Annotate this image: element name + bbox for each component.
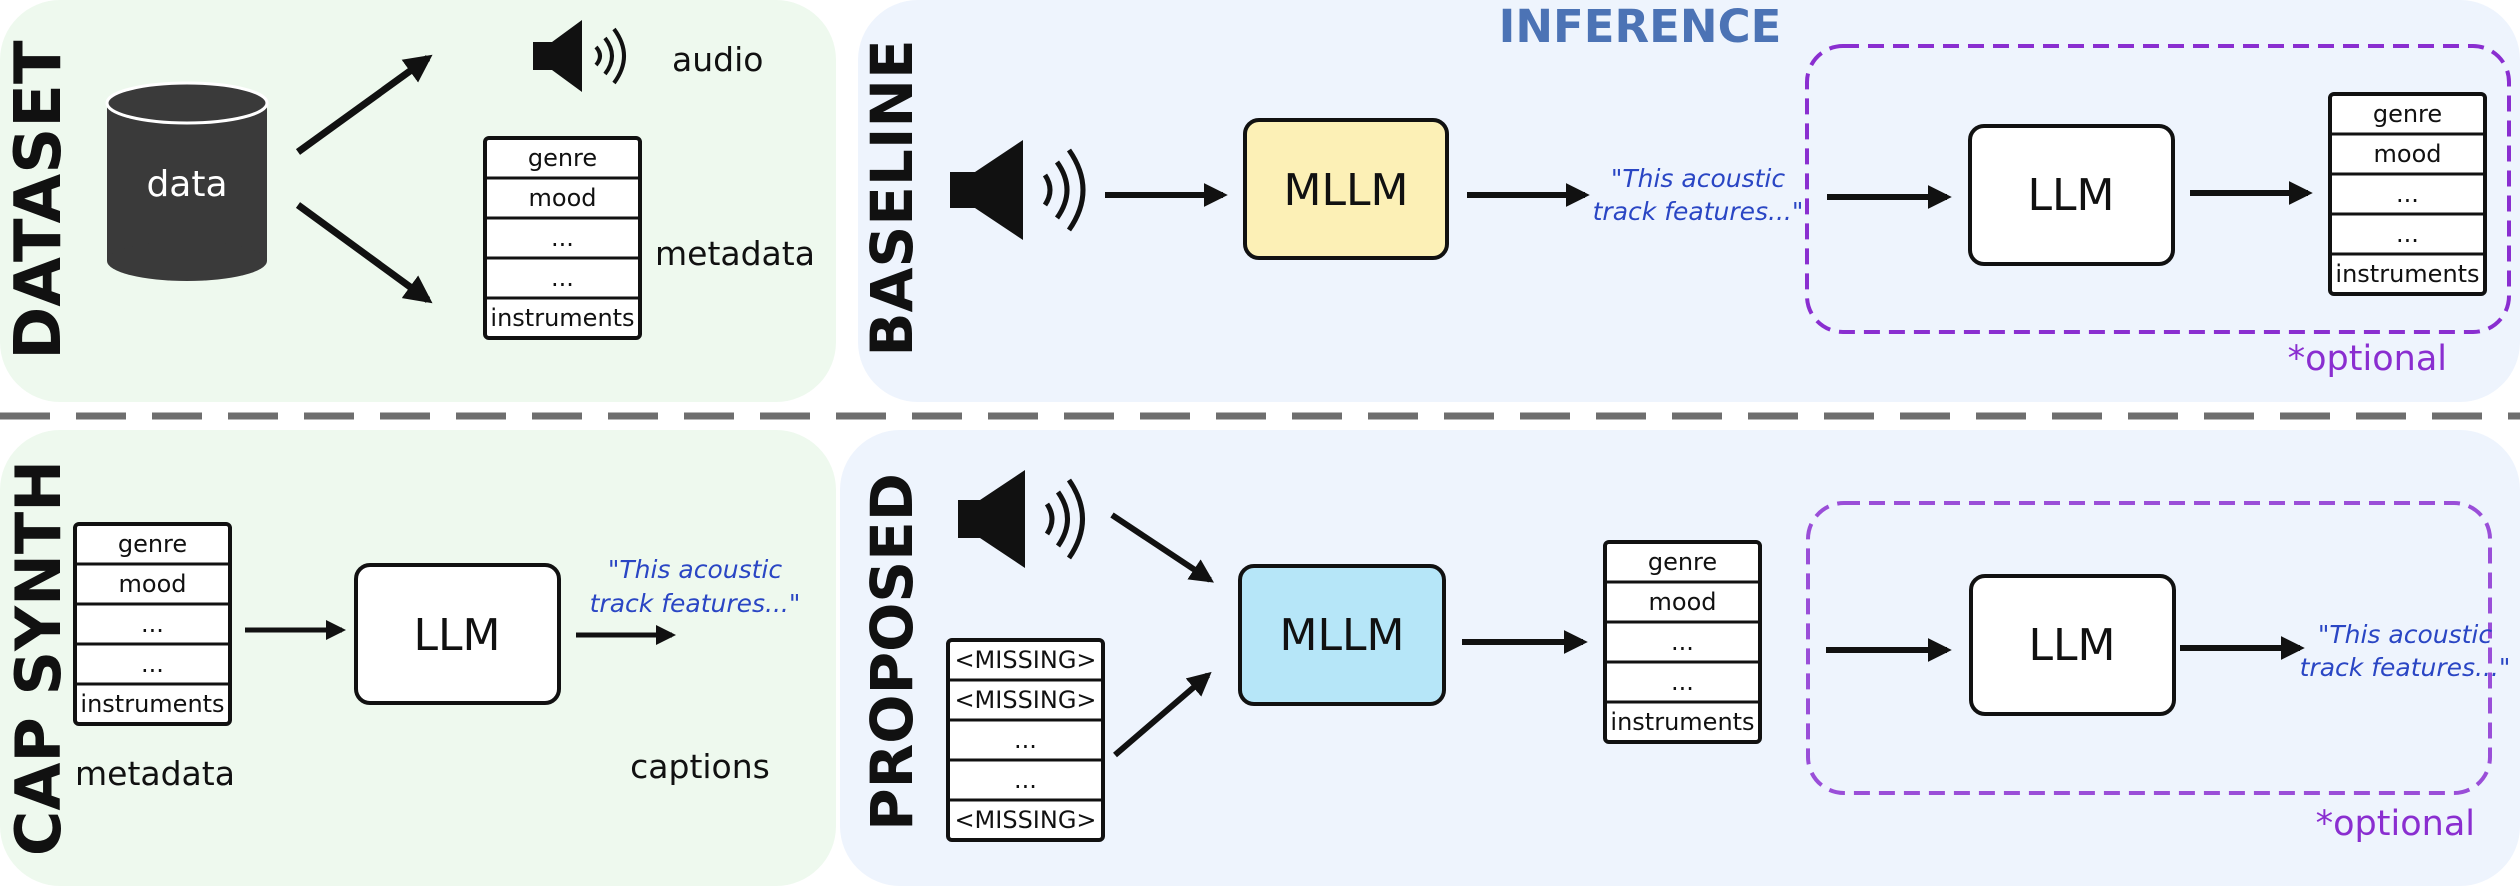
table-cell: ...	[1014, 726, 1037, 754]
table-cell: mood	[1649, 588, 1717, 616]
table-cell: mood	[119, 570, 187, 598]
baseline-side-label: BASELINE	[858, 39, 926, 356]
proposed-side-label: PROPOSED	[858, 473, 926, 831]
table-cell: ...	[551, 264, 574, 292]
table-cell: genre	[1648, 548, 1717, 576]
proposed-optional-label: *optional	[2316, 804, 2475, 844]
table-cell: ...	[1671, 668, 1694, 696]
dataset-metadata-table: genre mood ... ... instruments	[483, 136, 642, 340]
proposed-llm-label: LLM	[2029, 620, 2116, 671]
table-cell: instruments	[490, 304, 634, 332]
baseline-output-table: genre mood ... ... instruments	[2328, 92, 2487, 296]
proposed-llm-box	[1969, 574, 2176, 716]
table-cell: genre	[2373, 100, 2442, 128]
table-cell: mood	[2374, 140, 2442, 168]
audio-label: audio	[672, 40, 763, 79]
table-cell: mood	[529, 184, 597, 212]
table-cell: ...	[1014, 766, 1037, 794]
table-cell: instruments	[80, 690, 224, 718]
proposed-input-table: <MISSING> <MISSING> ... ... <MISSING>	[946, 638, 1105, 842]
dataset-side-label: DATASET	[2, 40, 76, 360]
table-cell: ...	[141, 610, 164, 638]
database-icon	[105, 81, 269, 281]
baseline-llm-box	[1968, 124, 2175, 266]
table-cell: ...	[2396, 220, 2419, 248]
baseline-optional-label: *optional	[2288, 339, 2447, 379]
inference-title: INFERENCE	[1499, 0, 1782, 53]
dataset-arrow-to-metadata	[295, 202, 433, 304]
baseline-llm-label: LLM	[2028, 170, 2115, 221]
cap-synth-llm-label: LLM	[414, 610, 501, 661]
captions-label: captions	[630, 747, 770, 786]
cap-synth-side-label: CAP SYNTH	[2, 460, 75, 856]
proposed-caption-line2: track features..."	[2300, 653, 2511, 682]
baseline-speaker-icon	[950, 140, 1086, 240]
dataset-arrow-to-audio	[295, 54, 433, 155]
table-cell: <MISSING>	[954, 646, 1096, 674]
baseline-panel	[858, 0, 2520, 402]
proposed-arrow-audio-mllm	[1110, 512, 1215, 583]
proposed-caption-line1: "This acoustic	[2318, 620, 2493, 649]
cap-synth-metadata-label: metadata	[75, 754, 235, 793]
baseline-caption-line1: "This acoustic	[1611, 164, 1786, 193]
proposed-mllm-box	[1238, 564, 1446, 706]
proposed-arrow-table-mllm	[1113, 671, 1212, 758]
baseline-caption-line2: track features..."	[1593, 197, 1804, 226]
baseline-optional-box	[1805, 44, 2511, 334]
proposed-speaker-icon	[958, 470, 1085, 568]
table-cell: ...	[1671, 628, 1694, 656]
baseline-mllm-label: MLLM	[1284, 165, 1409, 216]
table-cell: ...	[2396, 180, 2419, 208]
proposed-mllm-label: MLLM	[1280, 610, 1405, 661]
cap-synth-caption-line2: track features..."	[590, 589, 801, 618]
table-cell: ...	[141, 650, 164, 678]
table-cell: genre	[528, 144, 597, 172]
table-cell: genre	[118, 530, 187, 558]
table-cell: instruments	[1610, 708, 1754, 736]
dataset-speaker-icon	[533, 20, 626, 92]
table-cell: <MISSING>	[954, 806, 1096, 834]
cap-synth-caption-line1: "This acoustic	[608, 555, 783, 584]
table-cell: <MISSING>	[954, 686, 1096, 714]
table-cell: instruments	[2335, 260, 2479, 288]
proposed-output-table: genre mood ... ... instruments	[1603, 540, 1762, 744]
baseline-mllm-box	[1243, 118, 1449, 260]
table-cell: ...	[551, 224, 574, 252]
cap-synth-llm-box	[354, 563, 561, 705]
cap-synth-metadata-table: genre mood ... ... instruments	[73, 522, 232, 726]
database-label: data	[146, 164, 227, 205]
proposed-optional-box	[1806, 501, 2492, 795]
dataset-metadata-label: metadata	[655, 234, 815, 273]
